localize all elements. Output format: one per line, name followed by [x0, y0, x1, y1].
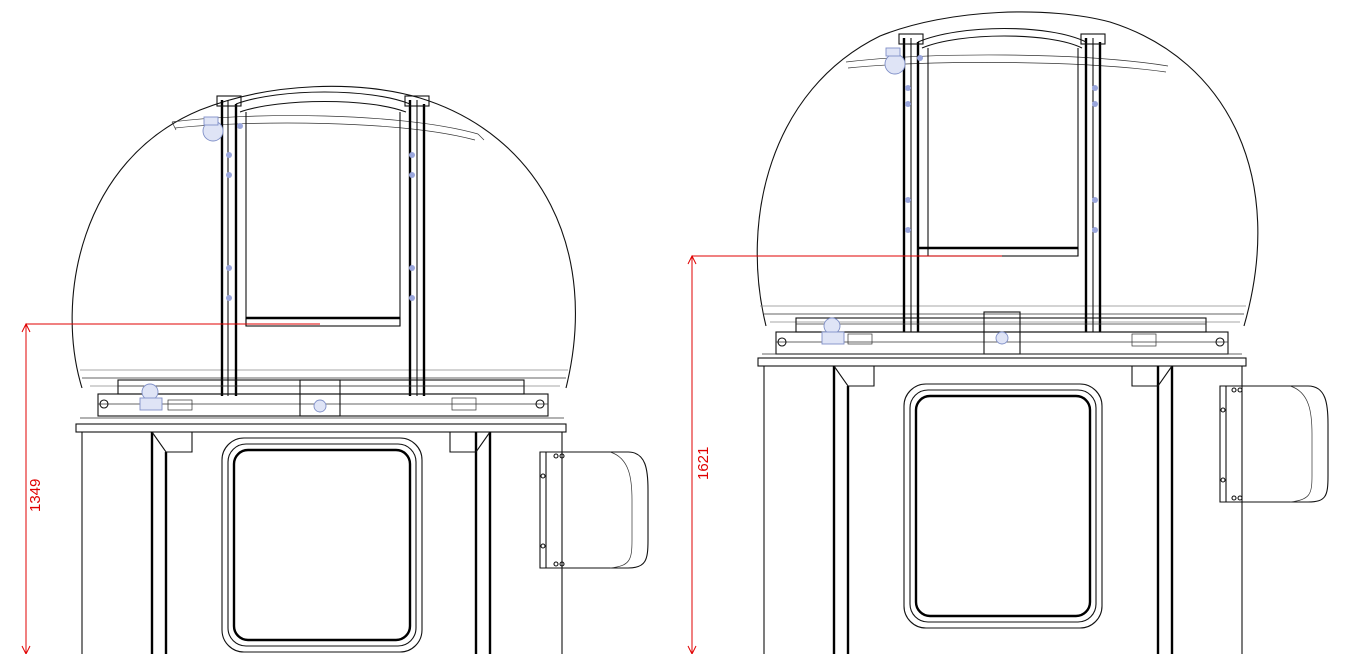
height-dimension-value: 1621: [695, 447, 712, 480]
drive-assembly-right: [775, 311, 1229, 355]
observatory-view-right: 1621: [687, 11, 1329, 654]
observatory-view-left: 1349: [21, 85, 649, 654]
height-dimension-right: 1621: [687, 254, 1002, 654]
height-dimension-left: 1349: [21, 322, 320, 654]
dome-shell: [71, 85, 576, 389]
shutter-frame: [216, 91, 430, 396]
control-box-right: [1219, 385, 1329, 503]
drive-assembly-left: [97, 379, 549, 417]
hardware-bolts-right: [884, 47, 1098, 233]
base-plate: [75, 423, 567, 433]
height-dimension-value: 1349: [27, 479, 44, 512]
pier-body-right: [763, 365, 1243, 654]
access-door-left: [221, 437, 423, 653]
shutter-frame: [898, 27, 1106, 332]
dome-shell: [756, 11, 1259, 327]
access-door-right: [903, 383, 1103, 629]
control-box-left: [539, 451, 649, 569]
hardware-bolts-left: [202, 116, 415, 301]
pier-body-left: [81, 431, 563, 654]
base-plate: [757, 357, 1247, 367]
